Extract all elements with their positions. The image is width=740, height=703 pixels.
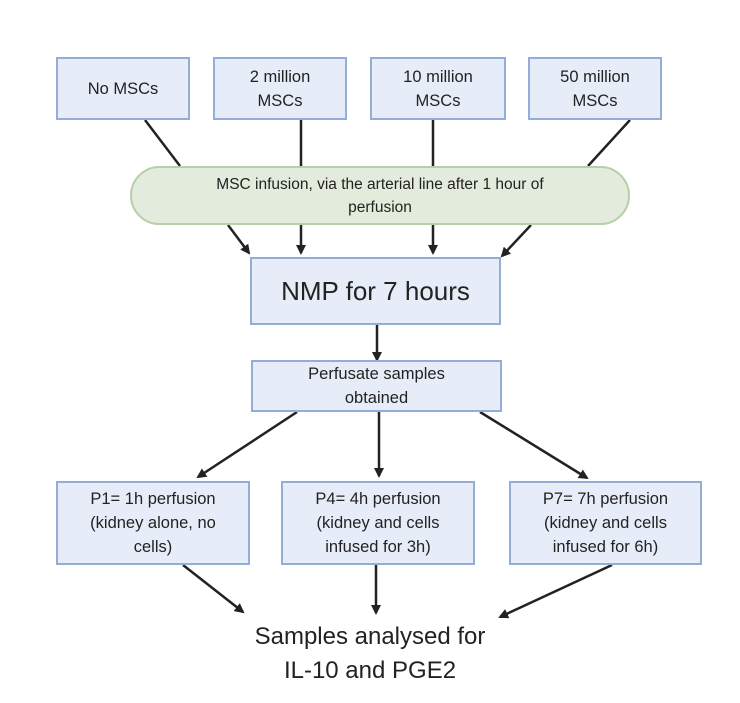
input-no-mscs-box: No MSCs bbox=[56, 57, 190, 120]
timepoint-p7-box: P7= 7h perfusion (kidney and cells infus… bbox=[509, 481, 702, 565]
input-50-million-box: 50 million MSCs bbox=[528, 57, 662, 120]
final-analysis-text: Samples analysed for IL-10 and PGE2 bbox=[254, 623, 486, 684]
input-2-million-box: 2 million MSCs bbox=[213, 57, 347, 120]
msc-infusion-step: MSC infusion, via the arterial line afte… bbox=[130, 166, 630, 225]
arrow-p1-final bbox=[182, 564, 245, 614]
line-50m bbox=[587, 119, 631, 167]
timepoint-p4-box: P4= 4h perfusion (kidney and cells infus… bbox=[281, 481, 475, 565]
input-10-million-box: 10 million MSCs bbox=[370, 57, 506, 120]
nmp-step: NMP for 7 hours bbox=[250, 257, 501, 325]
timepoint-p1-box: P1= 1h perfusion (kidney alone, no cells… bbox=[56, 481, 250, 565]
arrow-perfusate-p7 bbox=[479, 410, 589, 480]
arrow-p7-final bbox=[498, 563, 613, 619]
line-no-mscs bbox=[144, 119, 181, 167]
arrow-no-mscs-nmp bbox=[227, 224, 251, 255]
arrow-perfusate-p1 bbox=[196, 410, 298, 479]
perfusate-samples-step: Perfusate samples obtained bbox=[251, 360, 502, 412]
arrow-50m-nmp bbox=[500, 224, 532, 258]
